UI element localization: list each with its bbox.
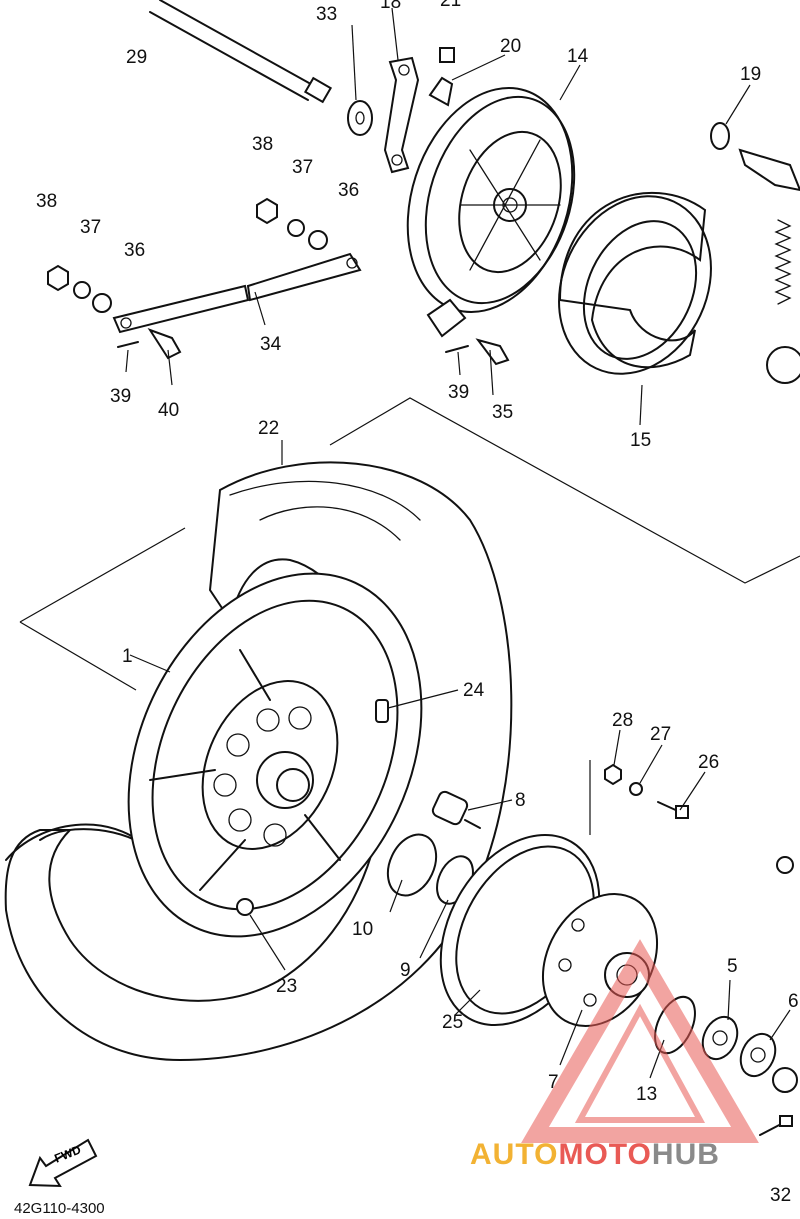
watermark-text-part2: MOTO: [558, 1138, 652, 1171]
callout-23: 23: [276, 976, 297, 997]
watermark-text: AUTOMOTOHUB: [470, 1138, 720, 1172]
leader-lines: [125, 7, 791, 1079]
part-code: 42G110-4300: [14, 1200, 105, 1217]
callout-37a: 37: [80, 217, 101, 238]
callout-36b: 36: [338, 180, 359, 201]
callout-38b: 38: [252, 134, 273, 155]
callout-24: 24: [463, 680, 485, 701]
callout-9: 9: [400, 960, 411, 981]
callout-32: 32: [770, 1185, 791, 1206]
watermark-text-part1: AUTO: [470, 1138, 559, 1171]
bolt: [439, 47, 455, 63]
callout-36a: 36: [124, 240, 145, 261]
assembly-guide-lines: [19, 397, 800, 835]
callout-26: 26: [698, 752, 719, 773]
callout-1: 1: [122, 646, 133, 667]
watermark-logo: [521, 939, 759, 1143]
callout-22: 22: [258, 418, 279, 439]
watermark-text-part3: HUB: [651, 1138, 720, 1171]
callout-13: 13: [636, 1084, 657, 1105]
callout-25: 25: [442, 1012, 463, 1033]
callout-29: 29: [126, 47, 147, 68]
callout-40: 40: [158, 400, 179, 421]
washer: [710, 122, 730, 150]
axle: [149, 0, 333, 104]
callout-5: 5: [727, 956, 738, 977]
callout-8: 8: [515, 790, 526, 811]
callout-10: 10: [352, 919, 373, 940]
cam-lever: [383, 56, 420, 174]
spring: [774, 219, 792, 305]
callout-18: 18: [380, 0, 401, 13]
bearing: [766, 346, 800, 384]
callout-6: 6: [788, 991, 799, 1012]
bearing: [739, 1032, 777, 1078]
hardware-left: [47, 197, 510, 366]
callout-21: 21: [440, 0, 461, 11]
o-ring: [386, 833, 438, 897]
camshaft: [738, 148, 800, 192]
callout-7: 7: [548, 1072, 559, 1093]
callout-34: 34: [260, 334, 282, 355]
callout-39b: 39: [448, 382, 469, 403]
washer: [347, 100, 373, 136]
callout-labels: 1 5 6 7 8 9 10 13 14 15 18 19 20 21 22 2…: [36, 0, 799, 1206]
forward-arrow-icon: [28, 1138, 98, 1188]
brake-shoe: [558, 191, 712, 375]
indicator-plate: [428, 76, 454, 107]
fasteners-right: [604, 763, 794, 1136]
bearing: [701, 1015, 739, 1061]
callout-14: 14: [567, 46, 589, 67]
callout-38a: 38: [36, 191, 57, 212]
callout-19: 19: [740, 64, 761, 85]
wheel-hub: [127, 572, 423, 938]
callout-35: 35: [492, 402, 513, 423]
collar: [431, 790, 481, 829]
callout-33: 33: [316, 4, 337, 25]
callout-27: 27: [650, 724, 671, 745]
callout-28: 28: [612, 710, 633, 731]
callout-20: 20: [500, 36, 521, 57]
callout-37b: 37: [292, 157, 313, 178]
balance-weight: [375, 699, 389, 723]
valve: [236, 898, 254, 916]
callout-39a: 39: [110, 386, 131, 407]
callout-15: 15: [630, 430, 651, 451]
spacer: [772, 1067, 798, 1093]
brake-shoe-plate: [406, 87, 576, 338]
torque-rod: [112, 252, 362, 334]
